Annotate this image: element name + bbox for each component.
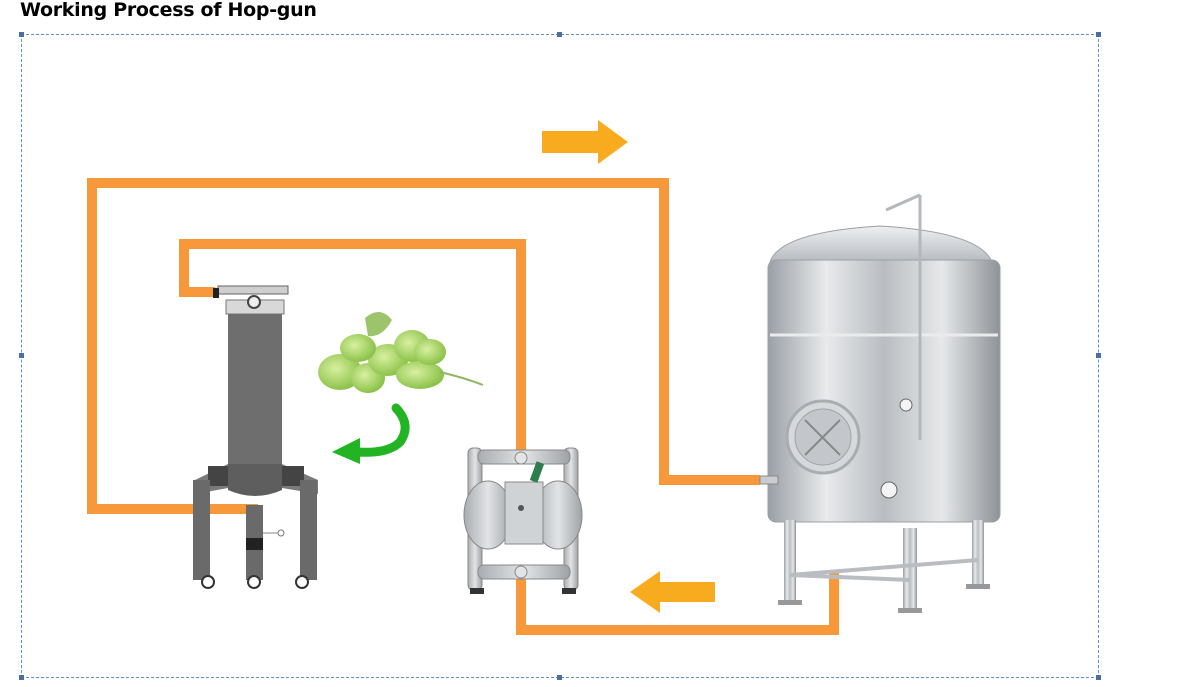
resize-handle-ml[interactable] xyxy=(19,353,24,358)
resize-handle-mr[interactable] xyxy=(1096,353,1101,358)
pipe-network xyxy=(87,178,839,635)
resize-handle-tm[interactable] xyxy=(557,32,562,37)
resize-handle-tl[interactable] xyxy=(19,32,24,37)
bright-beer-tank xyxy=(759,193,1001,613)
hop-cones xyxy=(318,311,484,393)
diaphragm-pump xyxy=(463,447,583,594)
resize-handle-br[interactable] xyxy=(1096,675,1101,680)
flow-arrow-left xyxy=(630,571,715,613)
diagram-title: Working Process of Hop-gun xyxy=(20,0,317,21)
resize-handle-bm[interactable] xyxy=(557,675,562,680)
pipe-tank-to-pump xyxy=(516,570,839,635)
hop-drop-arrow xyxy=(332,403,410,464)
flow-arrow-right xyxy=(542,120,628,164)
resize-handle-tr[interactable] xyxy=(1096,32,1101,37)
pipe-tank-return xyxy=(87,178,760,514)
hop-gun-filter xyxy=(193,285,318,589)
resize-handle-bl[interactable] xyxy=(19,675,24,680)
pipe-pump-to-hopgun xyxy=(179,239,526,460)
